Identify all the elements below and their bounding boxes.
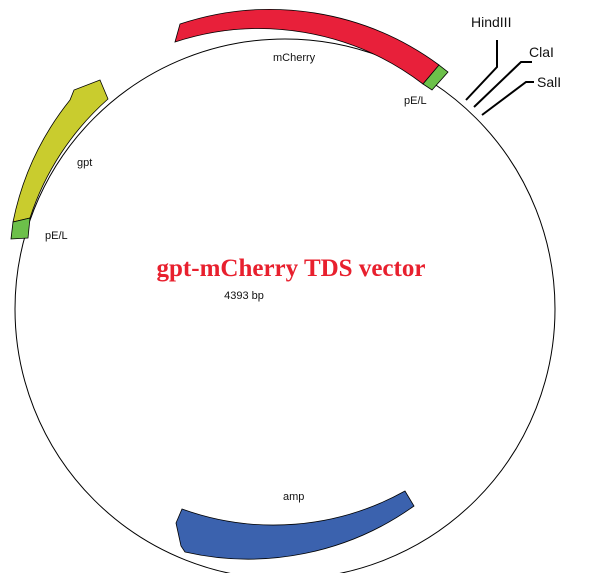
sali-site-line	[481, 81, 534, 116]
pel-left-feature	[10, 217, 31, 240]
pel-left-label: pE/L	[45, 230, 68, 242]
amp-feature	[175, 490, 415, 560]
vector-title: gpt-mCherry TDS vector	[157, 255, 426, 282]
amp-label: amp	[283, 491, 304, 503]
gpt-feature	[12, 79, 109, 223]
mcherry-label: mCherry	[273, 52, 316, 64]
pel-right-feature	[422, 64, 449, 91]
hindiii-site-line	[465, 40, 498, 101]
clai-site-label: ClaI	[529, 44, 554, 60]
plasmid-backbone	[14, 38, 556, 573]
pel-right-label: pE/L	[404, 95, 427, 107]
gpt-label: gpt	[77, 157, 92, 169]
sali-site-label: SalI	[537, 74, 561, 90]
hindiii-site-label: HindIII	[471, 14, 511, 30]
vector-size: 4393 bp	[224, 290, 264, 302]
clai-site-line	[473, 61, 532, 108]
mcherry-feature	[174, 9, 440, 85]
